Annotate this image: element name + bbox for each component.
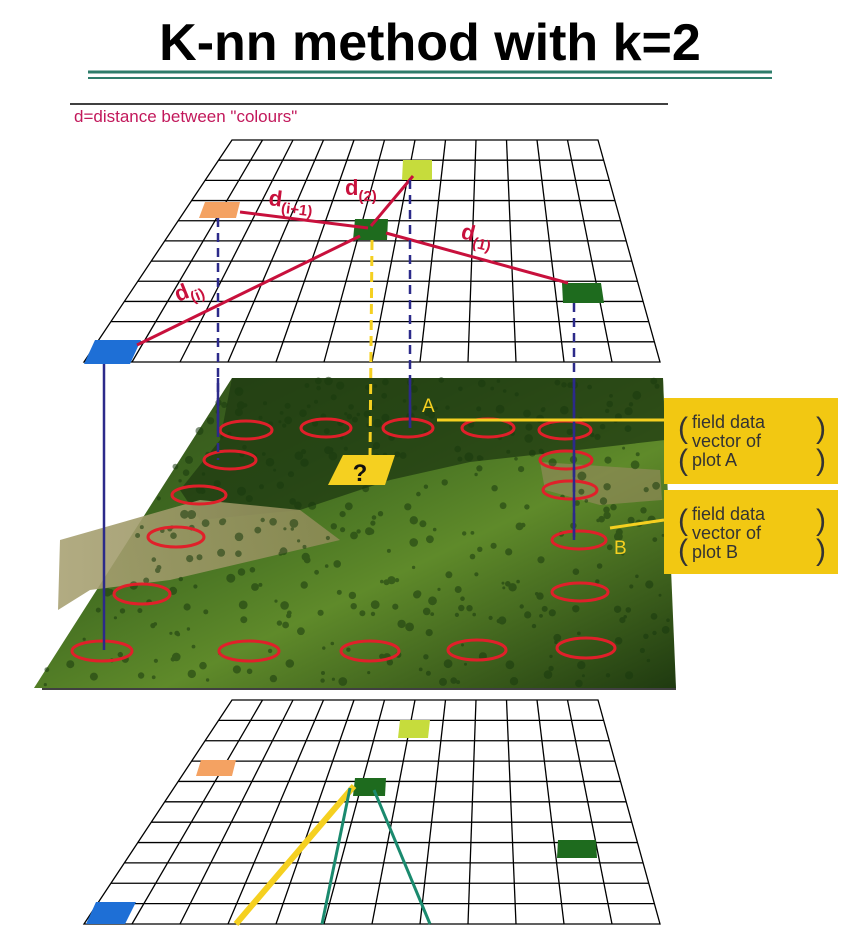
svg-text:): ) bbox=[816, 412, 826, 445]
svg-text:vector of: vector of bbox=[692, 431, 762, 451]
query-symbol: ? bbox=[353, 460, 368, 487]
page-title: K-nn method with k=2 bbox=[159, 14, 701, 72]
bottom-cell-darkgreen bbox=[557, 840, 597, 858]
plot-a-label: A bbox=[422, 396, 435, 417]
svg-text:): ) bbox=[816, 504, 826, 537]
bottom-teal-line-left bbox=[320, 787, 352, 925]
top-cell-darkgreen-b bbox=[562, 283, 604, 303]
svg-text:d(1): d(1) bbox=[458, 219, 496, 256]
bottom-cell-blue bbox=[86, 902, 136, 924]
svg-text:plot B: plot B bbox=[692, 542, 738, 562]
distance-label-d1: d(1) bbox=[458, 219, 496, 256]
svg-text:field data: field data bbox=[692, 412, 766, 432]
svg-text:d(i+1): d(i+1) bbox=[267, 185, 315, 220]
svg-text:(: ( bbox=[678, 412, 688, 445]
top-cell-darkgreen-query bbox=[353, 219, 388, 240]
svg-text:vector of: vector of bbox=[692, 523, 762, 543]
svg-text:plot A: plot A bbox=[692, 450, 737, 470]
svg-text:d(2): d(2) bbox=[345, 175, 377, 205]
bottom-colour-grid bbox=[82, 699, 661, 925]
svg-text:field data: field data bbox=[692, 504, 766, 524]
svg-text:(: ( bbox=[678, 504, 688, 537]
plot-ellipses bbox=[70, 417, 617, 663]
distance-label-d2: d(2) bbox=[345, 175, 377, 205]
top-cell-blue bbox=[84, 340, 141, 364]
distance-label-di1: d(i+1) bbox=[267, 185, 315, 220]
bottom-cell-orange bbox=[196, 760, 236, 776]
svg-text:): ) bbox=[816, 534, 826, 567]
query-marker bbox=[328, 455, 395, 485]
svg-text:): ) bbox=[816, 444, 826, 477]
subtitle: d=distance between "colours" bbox=[74, 107, 297, 126]
callout-plot-a: ( ) ( ) field data vector of plot A bbox=[664, 398, 838, 484]
callout-b-leader bbox=[609, 518, 665, 530]
distance-lines bbox=[136, 175, 569, 347]
top-cell-orange bbox=[199, 202, 240, 218]
aerial-forest-photo bbox=[34, 376, 676, 688]
top-colour-grid bbox=[82, 139, 661, 363]
bottom-cell-lightgreen bbox=[398, 720, 430, 738]
connector-lines bbox=[102, 180, 576, 650]
svg-text:(: ( bbox=[678, 444, 688, 477]
bottom-cell-darkgreen-query bbox=[353, 778, 386, 796]
top-cell-lightgreen bbox=[402, 160, 432, 180]
bottom-teal-line-right bbox=[372, 789, 432, 925]
bottom-yellow-line bbox=[233, 784, 357, 926]
query-connector bbox=[368, 239, 374, 459]
svg-text:(: ( bbox=[678, 534, 688, 567]
plot-b-label: B bbox=[614, 538, 627, 559]
callout-plot-b: ( ) ( ) field data vector of plot B bbox=[664, 490, 838, 574]
